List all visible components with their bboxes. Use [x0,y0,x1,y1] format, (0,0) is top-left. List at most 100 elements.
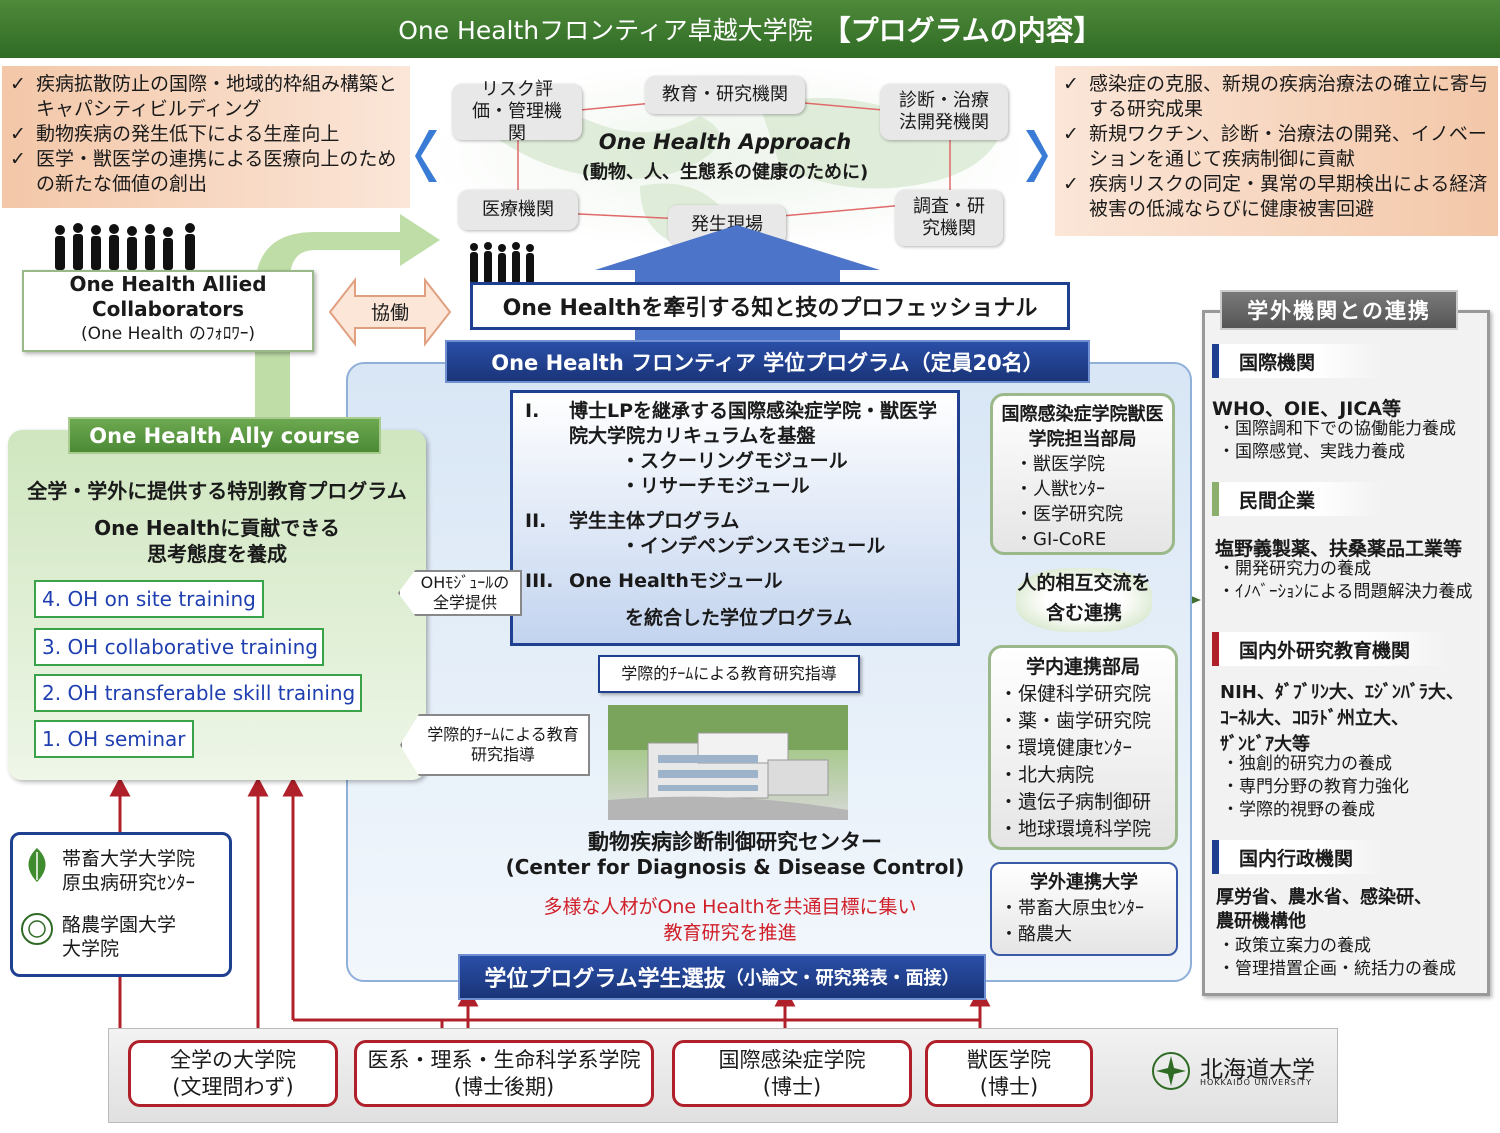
research-center-image [608,705,848,820]
source-all-graduate: 全学の大学院(文理問わず) [128,1040,338,1107]
internal-title: 学内連携部局 [1025,656,1140,678]
u1-line2: 原虫病研究ｾﾝﾀｰ [62,872,196,894]
program-title-bar: One Health フロンティア 学位プログラム（定員20名） [445,340,1090,383]
team-left-callout: 学際的ﾁｰﾑによる教育研究指導 [400,714,590,776]
curriculum-iii: III. One Healthモジュール [525,570,783,592]
curriculum-ii: II. 学生主体プログラム [525,510,740,532]
internal-item: ・保健科学研究院 [999,683,1152,705]
research-orgs: NIH、ﾀﾞﾌﾞﾘﾝ大、ｴｼﾞﾝﾊﾞﾗ大、 ｺｰﾈﾙ大、ｺﾛﾗﾄﾞ州立大、 ｻﾞ… [1220,682,1464,755]
goal-item: ✓感染症の克服、新規の疾病治療法の確立に寄与する研究成果 [1063,73,1489,120]
intl-items: ・国際調和下での協働能力養成・国際感覚、実践力養成 [1218,419,1456,462]
goal-item: ✓新規ワクチン、診断・治療法の開発、イノベーションを通じて疾病制御に貢献 [1063,123,1487,170]
curriculum-footer: を統合した学位プログラム [625,607,853,629]
external-uni-title: 学外連携大学 [1030,872,1138,893]
chevron-right-icon [1022,128,1048,188]
building-icon [608,705,848,820]
training-collaborative: 3. OH collaborative training [34,628,324,666]
selection-title: 学位プログラム学生選抜 [484,967,726,992]
allied-collaborators-box: One Health Allied Collaborators (One Hea… [22,270,314,352]
goal-item: ✓疾病リスクの同定・異常の早期検出による経済被害の低減ならびに健康被害回避 [1063,173,1488,220]
team-top-callout: 学際的ﾁｰﾑによる教育研究指導 [598,655,860,693]
external-uni-box: 学外連携大学 ・帯畜大原虫ｾﾝﾀｰ ・酪農大 [990,862,1178,956]
professional-box: One Healthを牽引する知と技のプロフェッショナル [470,282,1070,330]
node-field: 発生現場 [668,205,786,245]
private-orgs: 塩野義製薬、扶桑薬品工業等 [1215,538,1463,560]
ally-course-line1: 全学・学外に提供する特別教育プログラム [27,479,407,503]
curriculum-box: I. 博士LPを継承する国際感染症学院・獣医学院大学院カリキュラムを基盤 ・スク… [510,390,960,646]
departments-box: 国際感染症学院獣医学院担当部局 ・獣医学院 ・人獣ｾﾝﾀｰ ・医学研究院 ・GI… [990,393,1175,555]
outside-title: 学外機関との連携 [1247,299,1431,323]
research-head: 国内外研究教育機関 [1212,632,1452,666]
internal-item: ・地球環境科学院 [999,818,1152,840]
goal-item: ✓動物疾病の発生低下による生産向上 [10,123,340,145]
source-vet-school: 獣医学院(博士) [925,1040,1093,1107]
hokudai-name-ja: 北海道大学 [1200,1057,1315,1083]
center-note2: 教育研究を推進 [663,922,797,944]
chevron-left-icon [415,128,441,188]
rakuno-logo-icon [20,912,54,950]
title-bar: One Healthフロンティア卓越大学院 【プログラムの内容】 [0,0,1500,58]
private-items: ・開発研究力の養成・ｲﾉﾍﾞｰｼｮﾝによる問題解決力養成 [1218,559,1473,602]
gov-head: 国内行政機関 [1212,840,1382,874]
external-uni-item: ・帯畜大原虫ｾﾝﾀｰ [1000,898,1144,919]
ally-course-title-bar: One Health Ally course [68,417,381,454]
department-item: ・医学研究院 [1015,504,1123,525]
intl-head: 国際機関 [1212,344,1382,378]
goal-item: ✓疾病拡散防止の国際・地域的枠組み構築とキャパシティビルディング [10,73,398,120]
internal-item: ・環境健康ｾﾝﾀｰ [999,737,1133,759]
u2-line2: 大学院 [62,938,120,960]
program-title: One Healthフロンティア卓越大学院 [398,16,813,45]
outside-title-bar: 学外機関との連携 [1220,290,1458,330]
ally-course-line3: 思考態度を養成 [147,542,287,566]
node-risk: リスク評価・管理機関 [452,79,582,144]
hokudai-name-en: HOKKAIDO UNIVERSITY [1200,1078,1312,1087]
selection-sub: （小論文・研究発表・面接） [725,968,960,989]
department-item: ・GI-CoRE [1015,529,1107,550]
leaf-logo-icon [20,846,54,888]
hokudai-logo-icon [1150,1050,1192,1096]
node-diagnosis: 診断・治療法開発機関 [880,84,1008,140]
center-note1: 多様な人材がOne Healthを共通目標に集い [543,896,917,918]
approach-subtitle: (動物、人、生態系の健康のために) [581,162,869,183]
u2-line1: 酪農学園大学 [62,914,177,936]
training-on-site: 4. OH on site training [34,580,264,618]
internal-item: ・薬・歯学研究院 [999,710,1152,732]
departments-title: 国際感染症学院獣医学院担当部局 [1001,404,1164,450]
exchange-label: 人的相互交流を含む連携 [1016,568,1152,632]
source-science-graduate: 医系・理系・生命科学系学院(博士後期) [354,1040,654,1107]
node-survey: 調査・研究機関 [895,190,1003,246]
ally-course-line2: One Healthに貢献できる [94,516,340,540]
department-item: ・獣医学院 [1015,454,1105,475]
training-seminar: 1. OH seminar [34,720,194,758]
u1-line1: 帯畜大学大学院 [62,848,196,870]
allied-line2: Collaborators [91,297,245,321]
internal-item: ・北大病院 [999,764,1095,786]
private-head: 民間企業 [1212,482,1382,516]
training-transferable: 2. OH transferable skill training [34,674,362,712]
collab-label: 協働 [370,302,409,324]
goal-item: ✓医学・獣医学の連携による医療向上のための新たな価値の創出 [10,148,397,195]
curriculum-ii-sub: ・インデペンデンスモジュール [621,535,886,557]
professional-label: One Healthを牽引する知と技のプロフェッショナル [502,296,1038,321]
oh-module-callout: OHﾓｼﾞｭｰﾙの全学提供 [398,570,522,616]
people-group-icon [50,222,210,276]
approach-title: One Health Approach [598,130,852,154]
people-group-icon [466,240,546,290]
department-item: ・人獣ｾﾝﾀｰ [1015,479,1105,500]
allied-line3: (One Health のﾌｫﾛﾜｰ) [80,324,255,344]
program-title-label: One Health フロンティア 学位プログラム（定員20名） [491,350,1044,375]
right-goals: ✓感染症の克服、新規の疾病治療法の確立に寄与する研究成果 ✓新規ワクチン、診断・… [1055,66,1498,236]
program-title-emphasis: 【プログラムの内容】 [822,14,1102,47]
external-uni-item: ・酪農大 [1000,924,1072,945]
center-name-ja: 動物疾病診断制御研究センター [588,830,882,854]
partner-unis-box [10,832,232,977]
curriculum-i-sub2: ・リサーチモジュール [621,475,810,497]
ally-course-title: One Health Ally course [89,423,360,448]
gov-orgs: 厚労省、農水省、感染研、 農研機構他 [1216,887,1432,932]
center-name-en: (Center for Diagnosis & Disease Control) [505,855,965,879]
allied-line1: One Health Allied [69,272,267,296]
node-education: 教育・研究機関 [645,76,805,114]
internal-dept-box: 学内連携部局 ・保健科学研究院 ・薬・歯学研究院 ・環境健康ｾﾝﾀｰ ・北大病院… [988,645,1178,850]
curriculum-i: I. 博士LPを継承する国際感染症学院・獣医学院大学院カリキュラムを基盤 [525,400,938,447]
left-goals: ✓疾病拡散防止の国際・地域的枠組み構築とキャパシティビルディング ✓動物疾病の発… [2,66,410,208]
